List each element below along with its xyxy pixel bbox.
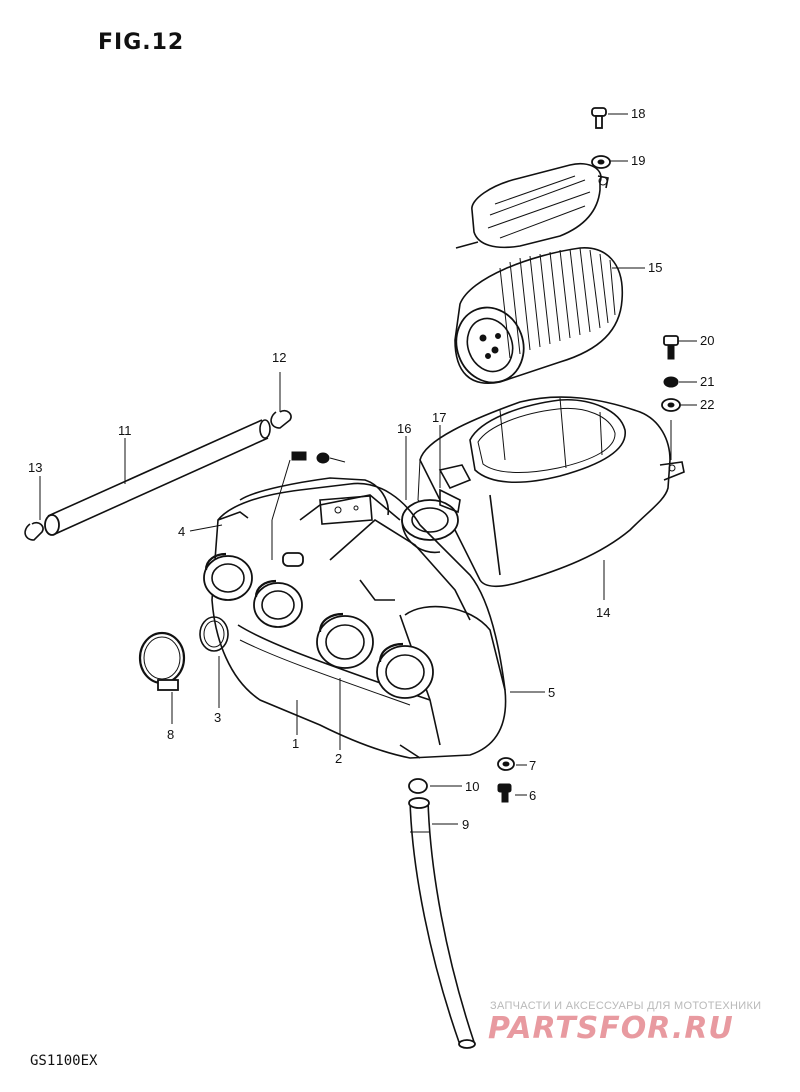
svg-text:PARTSFOR.RU: PARTSFOR.RU — [488, 1011, 734, 1044]
callout-5: 5 — [548, 685, 555, 700]
screw-6 — [497, 783, 512, 803]
callout-2: 2 — [335, 751, 342, 766]
clip-13 — [24, 521, 44, 541]
bolt-18 — [591, 107, 607, 129]
callout-10: 10 — [465, 779, 479, 794]
band-3 — [199, 616, 229, 652]
callout-6: 6 — [529, 788, 536, 803]
intake-boot-4 — [376, 642, 434, 699]
callout-20: 20 — [700, 333, 714, 348]
callout-14: 14 — [596, 605, 610, 620]
callout-15: 15 — [648, 260, 662, 275]
intake-boot-3 — [316, 612, 374, 669]
leader-lines — [39, 113, 697, 825]
bolt-20 — [663, 335, 679, 360]
connector-16-17 — [401, 488, 461, 554]
callout-labels: 18 19 15 20 21 22 12 11 13 16 17 14 4 5 … — [28, 106, 714, 832]
callout-8: 8 — [167, 727, 174, 742]
callout-19: 19 — [631, 153, 645, 168]
air-filter-element — [454, 247, 624, 384]
drain-hose-9 — [408, 797, 476, 1049]
air-box-body — [211, 477, 507, 759]
callout-9: 9 — [462, 817, 469, 832]
callout-7: 7 — [529, 758, 536, 773]
intake-boot-1 — [203, 552, 253, 601]
watermark-tagline: ЗАПЧАСТИ И АКСЕССУАРЫ ДЛЯ МОТОТЕХНИКИ — [490, 1000, 762, 1012]
washer-7 — [497, 757, 515, 771]
callout-22: 22 — [700, 397, 714, 412]
intake-boot-2 — [253, 579, 303, 628]
cap-10 — [408, 778, 428, 794]
breather-pipe-11 — [44, 419, 271, 536]
figure-title: FIG.12 — [98, 30, 185, 55]
filter-cap-plate — [455, 163, 609, 249]
callout-16: 16 — [397, 421, 411, 436]
callout-4: 4 — [178, 524, 185, 539]
screw-top — [291, 451, 330, 464]
callout-13: 13 — [28, 460, 42, 475]
clamp-8 — [138, 631, 186, 691]
callout-17: 17 — [432, 410, 446, 425]
filter-case — [417, 396, 685, 588]
model-code: GS1100EX — [30, 1053, 98, 1069]
callout-12: 12 — [272, 350, 286, 365]
washer-22 — [661, 398, 681, 412]
callout-21: 21 — [700, 374, 714, 389]
callout-3: 3 — [214, 710, 221, 725]
callout-18: 18 — [631, 106, 645, 121]
washer-19 — [591, 155, 611, 169]
nut-21 — [663, 376, 679, 388]
callout-11: 11 — [118, 423, 132, 438]
clip-12 — [270, 409, 292, 429]
callout-1: 1 — [292, 736, 299, 751]
watermark-logo: PARTSFOR.RU — [488, 1011, 734, 1044]
